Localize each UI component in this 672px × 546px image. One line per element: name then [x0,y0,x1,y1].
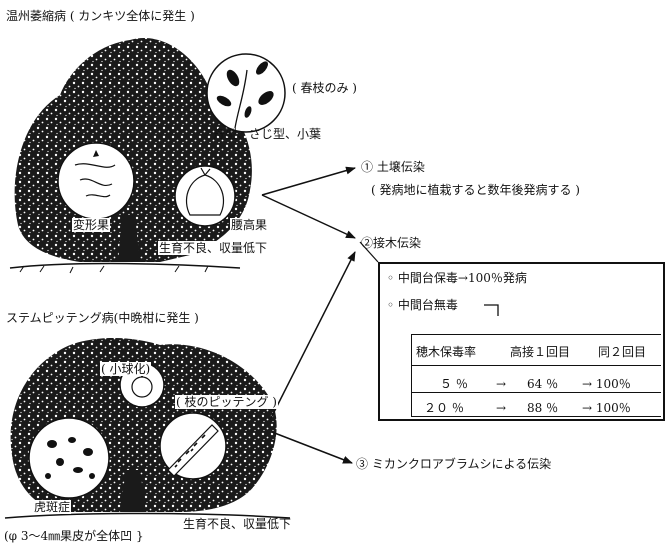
branch-pitting-lens [159,412,227,480]
table-row-divider [412,392,661,393]
small-fruit-label: ( 小球化) [100,362,152,376]
soil-transmission-note: ( 発病地に植栽すると数年後発病する ) [371,183,580,197]
deformed-fruit-label: 変形果 [72,218,111,232]
table-row2-second: → 100％ [582,401,631,415]
table-row1-arrow: → [496,377,507,391]
high-waist-fruit-lens [174,165,236,227]
graft-box-connector [359,241,379,263]
soil-transmission: ① 土壌伝染 [361,160,425,174]
table-header-divider [412,365,661,366]
deformed-fruit-lens [57,142,135,220]
arrow-to-aphid [271,431,353,464]
table-header-second-topwork: 同２回目 [598,345,647,359]
no-virus-bracket [484,304,499,316]
leaf-shape-label: 舟型、さじ型、小葉 [213,127,322,141]
table-row2-first: 88 ％ [527,401,559,415]
arrows [261,166,499,464]
graft-info-box [378,262,665,421]
table-row1-rate: ５ ％ [440,377,468,391]
table-header-first-topwork: 高接１回目 [510,345,571,359]
table-row2-arrow: → [496,401,507,415]
spot-disease-label: 虎斑症 [33,500,72,514]
aphid-transmission: ③ ミカンクロアブラムシによる伝染 [356,457,552,471]
spotted-fruit-lens [28,417,110,499]
graft-table [411,334,661,417]
table-row1-second: → 100％ [582,377,631,391]
table-header-scion-rate: 穂木保毒率 [416,345,477,359]
table-row2-rate: ２０ ％ [424,401,464,415]
table-row1-first: 64 ％ [527,377,559,391]
stem-pitting-symptom-label: 生育不良、収量低下 [183,517,292,531]
arrow-to-graft-lower [269,251,356,421]
stem-pitting-title: ステムピッテング病(中晩柑に発生 ) [6,311,199,325]
leaf-lens [206,53,286,133]
branch-pitting-label: ( 枝のピッテング ) [175,395,278,409]
interstock-virus-free-line: ◦ 中間台無毒 [387,298,458,312]
graft-transmission: ②接木伝染 [361,236,422,250]
interstock-infected-line: ◦ 中間台保毒→100％発病 [387,271,527,285]
satsuma-symptom-label: 生育不良、収量低下 [158,241,269,255]
satsuma-dwarf-title: 温州萎縮病 ( カンキツ全体に発生 ) [6,9,195,23]
pitting-size-note: (φ 3～4㎜果皮が全体凹 } [4,529,144,543]
high-waist-fruit-label: 腰高果 [230,218,269,232]
spring-shoots-label: ( 春枝のみ ) [292,81,357,95]
arrow-to-soil [261,166,356,196]
arrow-to-graft-upper [261,194,356,239]
